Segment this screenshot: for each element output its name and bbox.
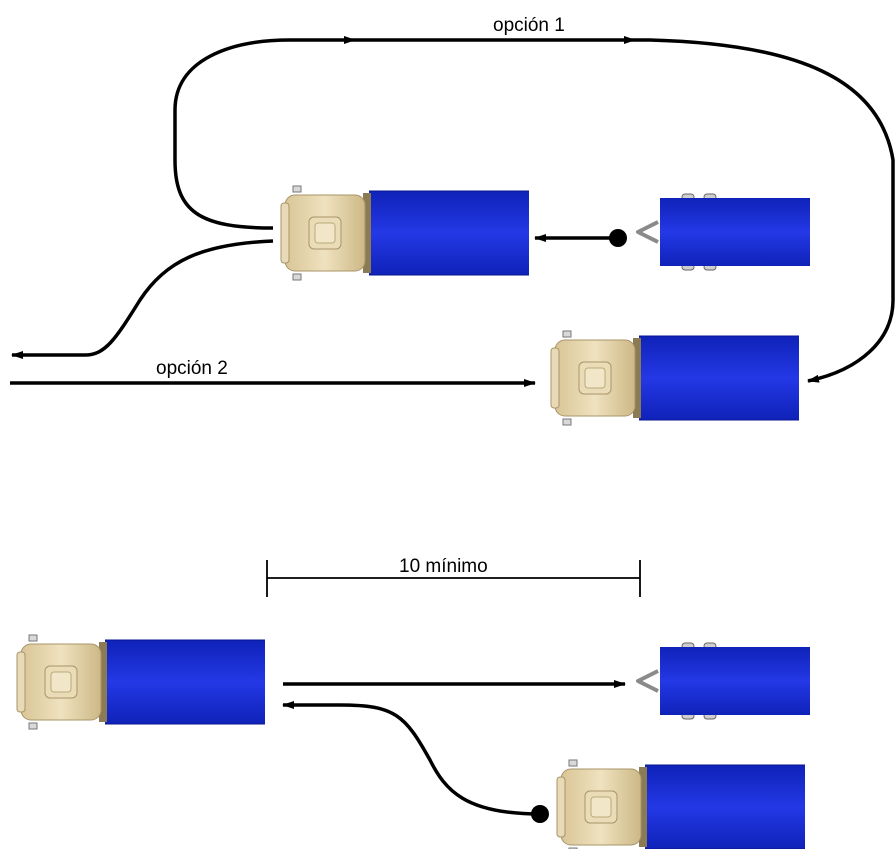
option-1-curve-up <box>173 36 356 230</box>
truck-upper-left <box>280 185 530 281</box>
min-distance-label: 10 mínimo <box>399 556 488 577</box>
distance-dimension <box>266 560 641 597</box>
option-1-path <box>173 36 895 383</box>
option-1-curve-down <box>635 38 895 383</box>
option-1-label: opción 1 <box>493 15 565 36</box>
truck-lower-left <box>16 634 266 730</box>
trailer-upper <box>636 192 812 272</box>
trailer-lower <box>636 641 812 721</box>
reverse-to-cab-arrow <box>534 229 627 247</box>
truck-lower-right <box>556 759 806 849</box>
exit-path-left <box>11 239 274 359</box>
return-path <box>282 701 549 823</box>
truck-upper-right <box>550 330 800 426</box>
option-2-label: opción 2 <box>156 358 228 379</box>
